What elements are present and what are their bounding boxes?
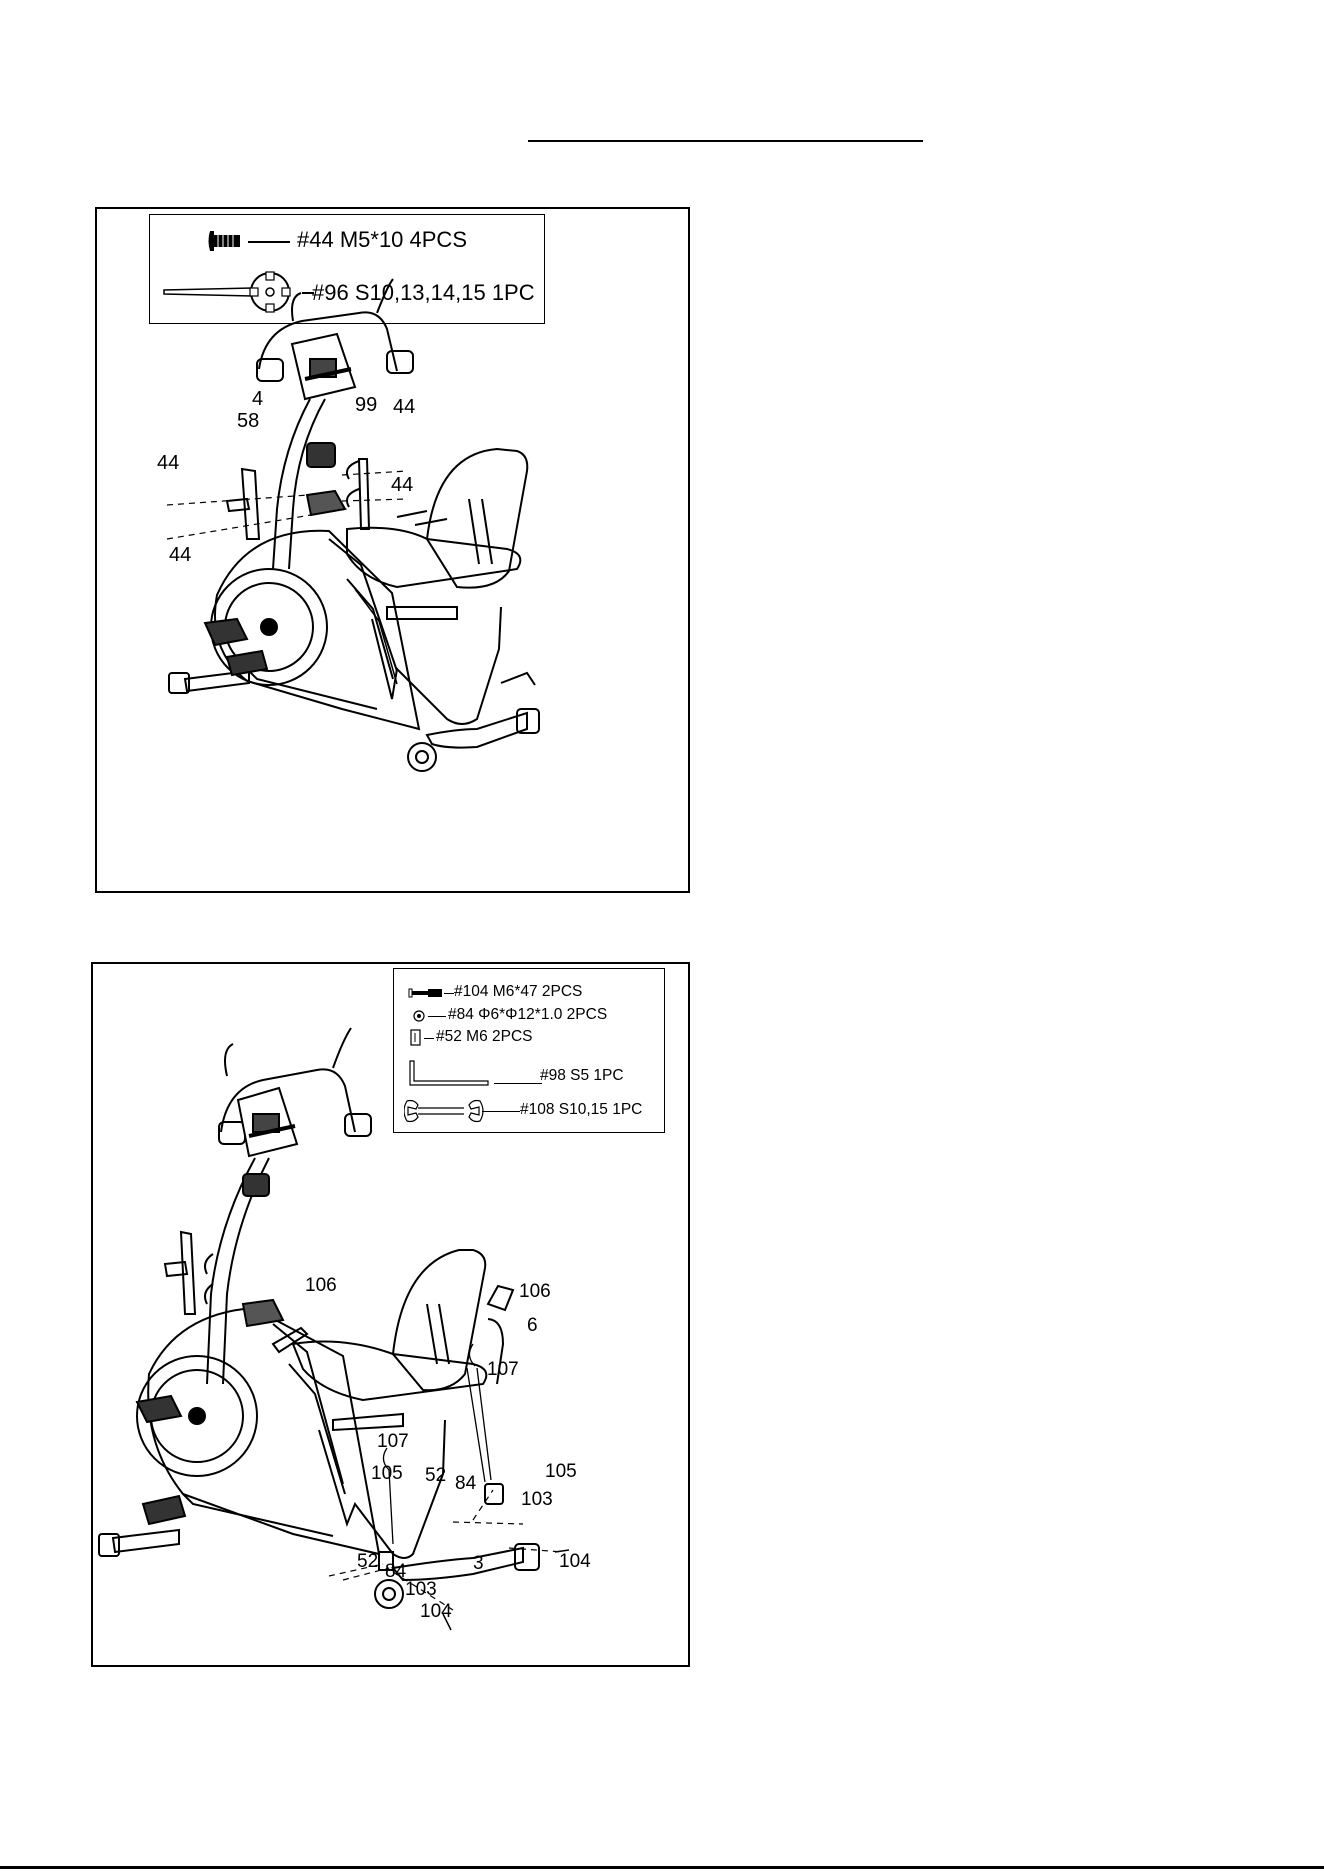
part-label-106: 106	[305, 1276, 337, 1295]
part-label-105: 105	[545, 1462, 577, 1481]
part-label-4: 4	[252, 389, 263, 409]
part-label-84: 84	[455, 1474, 476, 1493]
part-label-58: 58	[237, 411, 259, 431]
part-label-107: 107	[377, 1432, 409, 1451]
part-label-104: 104	[559, 1552, 591, 1571]
part-label-3: 3	[473, 1554, 484, 1573]
page-bottom-edge	[0, 1866, 1324, 1869]
assembly-step-panel-1: #44 M5*10 4PCS #96 S10,13,14,15 1PC	[95, 207, 690, 893]
part-label-107: 107	[487, 1360, 519, 1379]
title-underline	[528, 140, 923, 142]
part-label-106: 106	[519, 1282, 551, 1301]
assembly-step-panel-2: #104 M6*47 2PCS #84 Φ6*Φ12*1.0 2PCS #52 …	[91, 962, 690, 1667]
part-label-6: 6	[527, 1316, 538, 1335]
part-label-44: 44	[393, 397, 415, 417]
part-label-44: 44	[169, 545, 191, 565]
part-label-44: 44	[391, 475, 413, 495]
part-label-52: 52	[357, 1552, 378, 1571]
part-label-99: 99	[355, 395, 377, 415]
part-label-52: 52	[425, 1466, 446, 1485]
part-label-105: 105	[371, 1464, 403, 1483]
part-label-103: 103	[405, 1580, 437, 1599]
part-label-104: 104	[420, 1602, 452, 1621]
part-label-84: 84	[385, 1562, 406, 1581]
part-label-44: 44	[157, 453, 179, 473]
part-label-103: 103	[521, 1490, 553, 1509]
